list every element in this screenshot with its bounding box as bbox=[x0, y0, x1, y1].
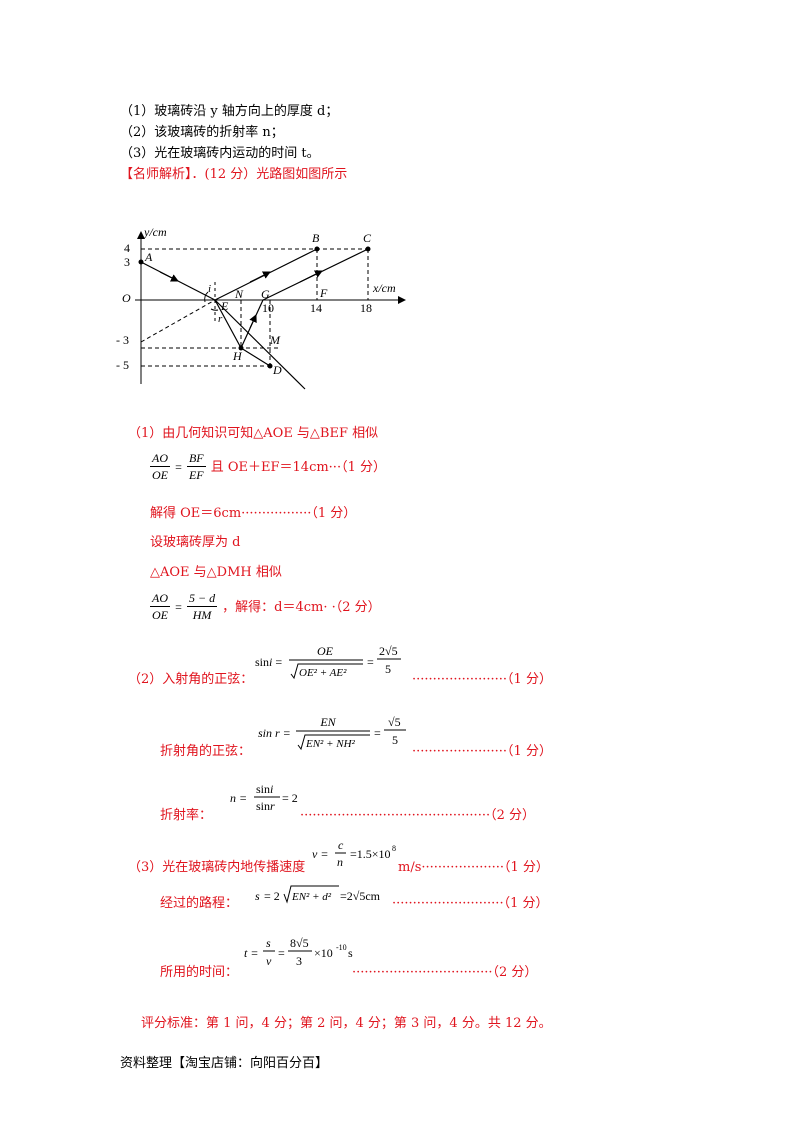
x-tick-14: 14 bbox=[310, 301, 322, 315]
part2-incidence-label: （2）入射角的正弦： bbox=[128, 672, 254, 687]
grading-criteria: 评分标准：第 1 问，4 分；第 2 问，4 分；第 3 问，4 分。共 12 … bbox=[141, 1016, 552, 1031]
svg-text:= 2: = 2 bbox=[264, 889, 280, 903]
part3-time-score: ··································（2 分） bbox=[352, 965, 538, 980]
svg-text:2√5: 2√5 bbox=[379, 644, 398, 658]
point-g: G bbox=[261, 287, 270, 301]
point-b: B bbox=[312, 231, 320, 245]
part1-eq2-tail: ，解得：d＝4cm· ·（2 分） bbox=[222, 600, 381, 615]
x-axis-label: x/cm bbox=[372, 281, 396, 295]
svg-text:=2√5cm: =2√5cm bbox=[340, 889, 381, 903]
part2-index-label: 折射率： bbox=[160, 808, 213, 823]
svg-text:3: 3 bbox=[296, 954, 302, 968]
point-e: E bbox=[220, 299, 229, 313]
part3-time-label: 所用的时间： bbox=[160, 965, 239, 980]
svg-text:sini: sini bbox=[256, 782, 273, 796]
svg-text:= 2: = 2 bbox=[282, 791, 298, 805]
sin-i-formula: sini = OE OE² + AE² = 2√5 5 bbox=[255, 642, 415, 686]
svg-text:s: s bbox=[348, 946, 353, 960]
footer: 资料整理【淘宝店铺：向阳百分百】 bbox=[120, 1056, 329, 1071]
origin-label: O bbox=[122, 291, 131, 305]
point-c: C bbox=[363, 231, 372, 245]
svg-text:sinr: sinr bbox=[256, 799, 275, 813]
part2-refraction-score: ·······················（1 分） bbox=[412, 744, 552, 759]
y-tick-3: 3 bbox=[124, 255, 130, 269]
svg-text:-10: -10 bbox=[336, 943, 347, 952]
svg-text:t =: t = bbox=[244, 946, 258, 960]
svg-text:8: 8 bbox=[392, 844, 396, 853]
part1-assume-d: 设玻璃砖厚为 d bbox=[150, 535, 241, 550]
svg-text:OE: OE bbox=[317, 644, 334, 658]
svg-text:n =: n = bbox=[230, 791, 247, 805]
svg-text:n: n bbox=[337, 855, 343, 869]
time-formula: t = s v = 8√5 3 ×10 -10 s bbox=[244, 935, 364, 977]
point-n: N bbox=[234, 287, 244, 301]
speed-formula: v = c n =1.5×10 8 bbox=[312, 838, 402, 876]
svg-text:v =: v = bbox=[312, 847, 328, 861]
part3-speed-label: （3）光在玻璃砖内地传播速度 bbox=[128, 860, 306, 875]
svg-text:=1.5×10: =1.5×10 bbox=[350, 847, 391, 861]
part1-eq1-tail: 且 OE＋EF＝14cm···（1 分） bbox=[210, 460, 386, 475]
part2-index-score: ········································… bbox=[300, 808, 535, 823]
svg-text:5: 5 bbox=[385, 662, 391, 676]
svg-text:s: s bbox=[255, 889, 260, 903]
svg-text:EN: EN bbox=[319, 715, 336, 729]
sin-r-formula: sin r = EN EN² + NH² = √5 5 bbox=[258, 713, 418, 757]
solution-header: 【名师解析】．(12 分）光路图如图所示 bbox=[120, 167, 348, 182]
svg-text:v: v bbox=[266, 954, 272, 968]
point-a: A bbox=[144, 250, 153, 264]
angle-i: i bbox=[208, 283, 211, 295]
question-2: （2）该玻璃砖的折射率 n； bbox=[120, 125, 284, 140]
point-m: M bbox=[269, 333, 281, 347]
svg-text:=: = bbox=[278, 946, 285, 960]
svg-text:OE² + AE²: OE² + AE² bbox=[299, 667, 347, 679]
y-tick-4: 4 bbox=[124, 241, 130, 255]
part1-intro: （1）由几何知识可知△AOE 与△BEF 相似 bbox=[128, 426, 379, 441]
part3-speed-unit: m/s····················（1 分） bbox=[398, 860, 549, 875]
svg-text:EN² + d²: EN² + d² bbox=[291, 891, 332, 903]
light-path-diagram: y/cm x/cm O 4 3 - 3 - 5 10 14 18 A B C E… bbox=[116, 225, 406, 390]
svg-text:×10: ×10 bbox=[314, 946, 333, 960]
svg-text:s: s bbox=[266, 936, 271, 950]
svg-text:EN² + NH²: EN² + NH² bbox=[305, 738, 356, 750]
x-tick-18: 18 bbox=[360, 301, 372, 315]
point-d: D bbox=[272, 363, 282, 377]
part2-incidence-score: ·······················（1 分） bbox=[412, 672, 552, 687]
svg-text:sin r =: sin r = bbox=[258, 726, 291, 740]
y-tick-neg5: - 5 bbox=[116, 358, 129, 372]
svg-text:=: = bbox=[374, 726, 381, 740]
svg-text:8√5: 8√5 bbox=[290, 936, 309, 950]
part2-refraction-label: 折射角的正弦： bbox=[160, 744, 252, 759]
question-1: （1）玻璃砖沿 y 轴方向上的厚度 d； bbox=[120, 104, 339, 119]
part3-path-score: ···························（1 分） bbox=[392, 896, 549, 911]
part1-similar2: △AOE 与△DMH 相似 bbox=[150, 565, 282, 580]
y-tick-neg3: - 3 bbox=[116, 333, 129, 347]
svg-text:5: 5 bbox=[392, 733, 398, 747]
angle-r: r bbox=[218, 313, 223, 325]
point-h: H bbox=[232, 349, 243, 363]
svg-text:√5: √5 bbox=[388, 715, 401, 729]
question-3: （3）光在玻璃砖内运动的时间 t。 bbox=[120, 146, 320, 161]
index-formula: n = sini sinr = 2 bbox=[230, 782, 310, 820]
y-axis-label: y/cm bbox=[143, 225, 167, 239]
x-tick-10: 10 bbox=[262, 301, 274, 315]
svg-text:=: = bbox=[367, 655, 374, 669]
svg-text:sini =: sini = bbox=[255, 655, 282, 669]
part1-solve-oe: 解得 OE＝6cm·················（1 分） bbox=[150, 506, 357, 521]
svg-text:c: c bbox=[338, 838, 344, 852]
point-f: F bbox=[319, 286, 328, 300]
part3-path-label: 经过的路程： bbox=[160, 896, 239, 911]
path-formula: s = 2 EN² + d² =2√5cm bbox=[255, 880, 395, 912]
